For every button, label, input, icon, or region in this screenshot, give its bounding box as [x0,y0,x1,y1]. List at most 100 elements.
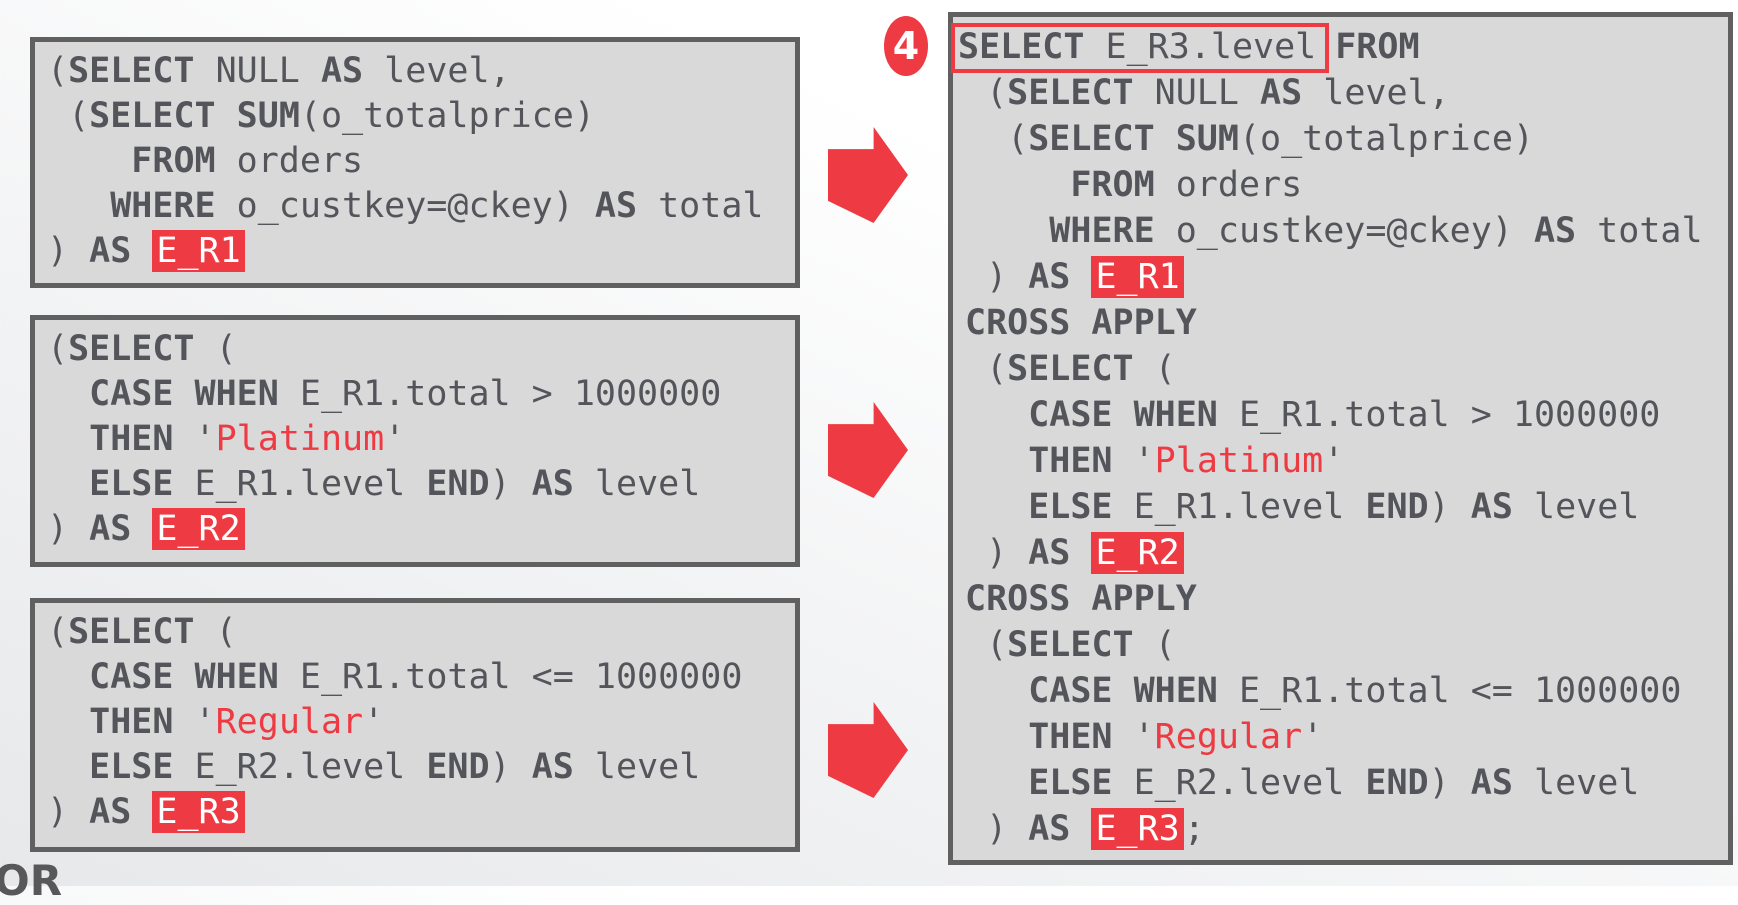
code-token: orders [215,141,364,181]
code-token [1155,119,1176,159]
code-token [47,747,89,787]
code-line: ) AS E_R1 [965,254,1716,300]
code-token [965,717,1028,757]
code-token: THEN [89,419,174,459]
code-token: AS [1533,211,1577,251]
code-token: AS [531,464,574,504]
code-line: ) AS E_R2 [47,507,783,552]
string-literal: Platinum [1154,441,1324,481]
code-line: ELSE E_R2.level END) AS level [47,745,783,790]
code-token: CROSS APPLY [965,579,1197,619]
code-token: END [1365,763,1429,803]
code-token: level [1512,763,1640,803]
code-token [47,374,89,414]
code-token: total [1576,211,1703,251]
code-token: AS [594,186,638,226]
code-token [47,141,131,181]
code-token [47,186,110,226]
code-token: ) [489,464,532,504]
code-token: ' [363,702,385,742]
code-token: SELECT [68,612,195,652]
code-line: (SELECT NULL AS level, [47,49,783,94]
code-line: (SELECT ( [965,346,1716,392]
code-token: E_R1.total <= 1000000 [278,657,743,697]
code-token: ' [1302,717,1324,757]
code-line: CROSS APPLY [965,300,1716,346]
code-token: E_R3.level [1084,27,1317,67]
code-token: ( [965,73,1008,113]
code-line: WHERE o_custkey=@ckey) AS total [965,208,1716,254]
code-line: (SELECT ( [965,622,1716,668]
code-token: AS [1028,257,1071,297]
code-token: ( [965,349,1008,389]
code-token: ' [173,419,216,459]
code-token: ELSE [1028,763,1113,803]
alias-highlight: E_R2 [1091,532,1184,574]
code-token: THEN [89,702,174,742]
code-token: E_R1.level [173,464,427,504]
code-line: (SELECT ( [47,610,783,655]
code-line: ) AS E_R3 [47,790,783,835]
code-token: level, [363,51,511,91]
code-token: END [1365,487,1429,527]
code-token [1070,809,1091,849]
code-token: END [426,464,490,504]
code-token: SELECT [89,96,216,136]
code-token: level [1512,487,1640,527]
code-token: ELSE [89,747,174,787]
code-token: ( [47,612,69,652]
code-token: END [426,747,490,787]
code-token: level [573,747,701,787]
code-token: ) [1428,487,1471,527]
code-token [47,419,89,459]
code-token: ( [965,625,1008,665]
step-number-badge: 4 [884,16,928,76]
query-box-e-r3: (SELECT ( CASE WHEN E_R1.total <= 100000… [30,598,800,852]
code-token: o_custkey=@ckey) [1154,211,1534,251]
code-token: ' [173,702,216,742]
code-token: SELECT [68,51,195,91]
code-token: ELSE [1028,487,1113,527]
code-token [1070,257,1091,297]
code-token [965,395,1028,435]
alias-highlight: E_R1 [1091,256,1184,298]
code-line: (SELECT NULL AS level, [965,70,1716,116]
code-token: E_R1.level [1112,487,1366,527]
code-line: (SELECT SUM(o_totalprice) [47,94,783,139]
code-token: THEN [1028,441,1113,481]
code-token: CASE WHEN [1028,395,1218,435]
code-line: THEN 'Regular' [47,700,783,745]
string-literal: Platinum [215,419,385,459]
code-token: ELSE [89,464,174,504]
cropped-bottom-text: OR [0,856,63,905]
code-line: FROM orders [47,139,783,184]
code-token: level [573,464,701,504]
code-token [965,441,1028,481]
code-token: NULL [1133,73,1261,113]
code-token: ) [47,792,90,832]
code-token [131,509,152,549]
code-token: ' [1112,717,1155,757]
query-box-e-r1: (SELECT NULL AS level, (SELECT SUM(o_tot… [30,37,800,288]
code-token: FROM [1070,165,1155,205]
code-line: ELSE E_R1.level END) AS level [47,462,783,507]
code-token: AS [1028,533,1071,573]
code-line: ) AS E_R2 [965,530,1716,576]
code-line: THEN 'Regular' [965,714,1716,760]
code-token: AS [89,792,132,832]
code-token: SELECT [68,329,195,369]
code-token: ) [965,533,1029,573]
code-token: AS [1260,73,1303,113]
code-line: FROM orders [965,162,1716,208]
code-token: SELECT [958,27,1085,67]
code-line: CASE WHEN E_R1.total > 1000000 [965,392,1716,438]
code-token: SELECT [1028,119,1155,159]
code-token: CROSS APPLY [965,303,1197,343]
code-token [1070,533,1091,573]
code-token: CASE WHEN [89,657,279,697]
code-token: (o_totalprice) [1238,119,1534,159]
code-line: CASE WHEN E_R1.total <= 1000000 [965,668,1716,714]
code-token: SUM [236,96,300,136]
code-token: ' [1323,441,1345,481]
